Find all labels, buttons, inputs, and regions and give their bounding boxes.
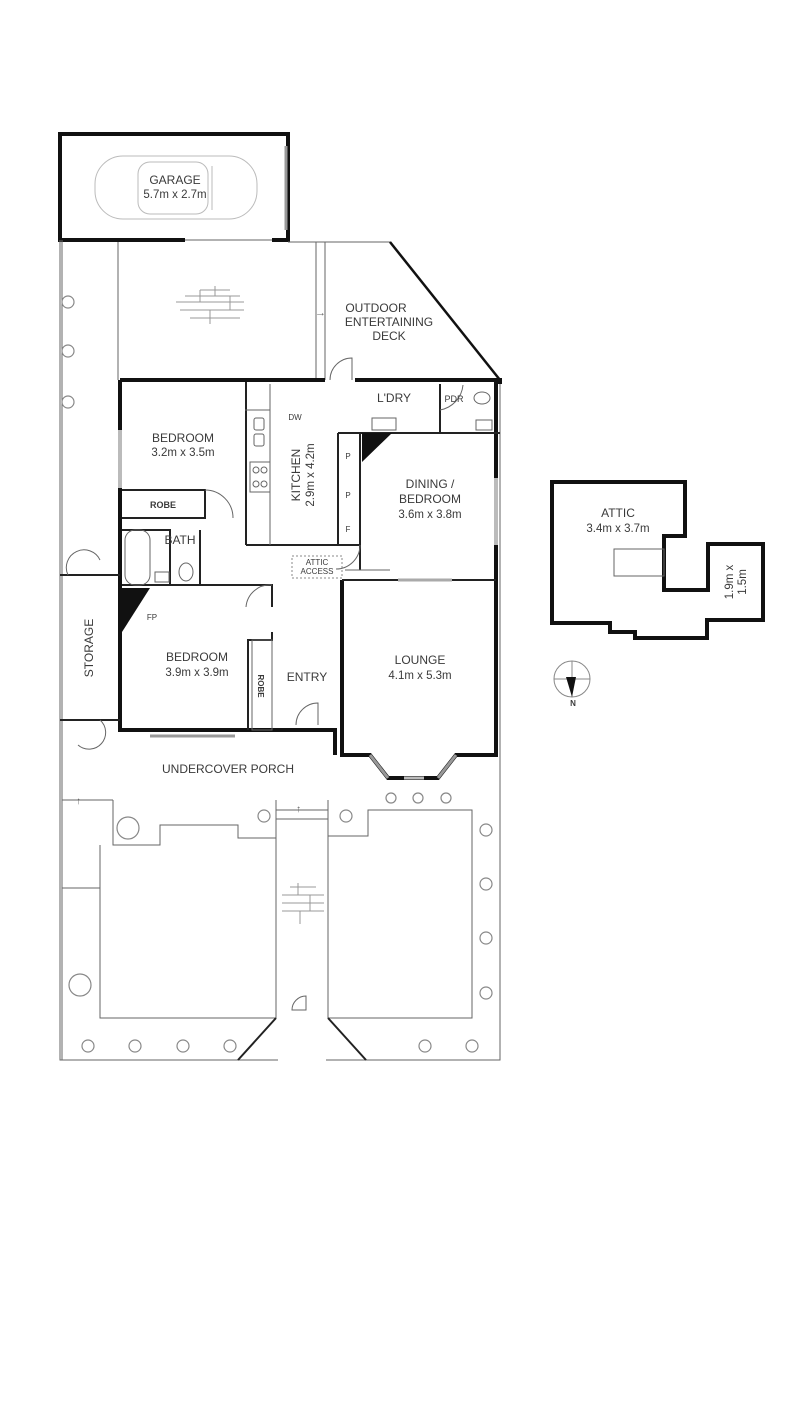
robe1-label: ROBE [150, 500, 176, 510]
deck-label-2: ENTERTAINING [345, 315, 433, 329]
car-icon [94, 155, 258, 220]
attic-label: ATTIC [601, 506, 635, 520]
garage-label: GARAGE [149, 173, 200, 187]
porch-label: UNDERCOVER PORCH [162, 762, 294, 776]
bedroom2-label: BEDROOM [166, 650, 228, 664]
site-boundary: → [59, 240, 501, 1061]
garden-beds: ↑ ↑ [62, 719, 473, 1061]
attic-dims: 3.4m x 3.7m [586, 523, 649, 535]
house-walls [118, 378, 502, 780]
attic-access-label-1: ATTIC [306, 558, 329, 567]
storage-label: STORAGE [82, 619, 96, 677]
arrow-up-icon: ↑ [76, 796, 81, 807]
garage-dims: 5.7m x 2.7m [143, 189, 206, 201]
brick-paving-icon [282, 883, 324, 924]
brick-paving-icon [176, 286, 244, 324]
entry-label: ENTRY [287, 670, 327, 684]
arrow-up-icon: ↑ [296, 804, 301, 815]
dw-label: DW [288, 413, 302, 422]
pdr-label: PDR [444, 394, 464, 404]
bedroom1-label: BEDROOM [152, 431, 214, 445]
fireplace-label: FP [147, 613, 157, 622]
compass-icon: N [553, 660, 591, 708]
kitchen-label: KITCHEN [289, 449, 303, 502]
room-labels: OUTDOOR ENTERTAINING DECK BEDROOM 3.2m x… [82, 301, 464, 776]
attic-sub-dims-1: 1.9m x [724, 564, 736, 599]
attic-plan: ATTIC 3.4m x 3.7m 1.9m x 1.5m [550, 480, 765, 640]
garage: GARAGE 5.7m x 2.7m [58, 132, 290, 242]
pantry-label: P [345, 491, 350, 500]
dining-dims: 3.6m x 3.8m [398, 509, 461, 521]
fridge-label: F [346, 525, 351, 534]
interior-walls [60, 357, 500, 750]
bath-label: BATH [164, 533, 195, 547]
bedroom2-dims: 3.9m x 3.9m [165, 667, 228, 679]
posts [61, 295, 493, 1053]
kitchen-dims: 2.9m x 4.2m [305, 443, 317, 506]
bedroom1-dims: 3.2m x 3.5m [151, 447, 214, 459]
attic-sub-dims-2: 1.5m [737, 569, 749, 595]
robe2-label: ROBE [256, 674, 265, 698]
pantry-label: P [345, 452, 350, 461]
deck-label-1: OUTDOOR [345, 301, 407, 315]
attic-access-label-2: ACCESS [301, 567, 334, 576]
dining-label-2: BEDROOM [399, 492, 461, 506]
deck-label-3: DECK [372, 329, 405, 343]
compass-north-label: N [570, 699, 576, 708]
lounge-dims: 4.1m x 5.3m [388, 670, 451, 682]
arrow-right-icon: → [315, 307, 326, 319]
lounge-label: LOUNGE [395, 653, 446, 667]
dining-label-1: DINING / [406, 477, 455, 491]
laundry-label: L'DRY [377, 391, 411, 405]
